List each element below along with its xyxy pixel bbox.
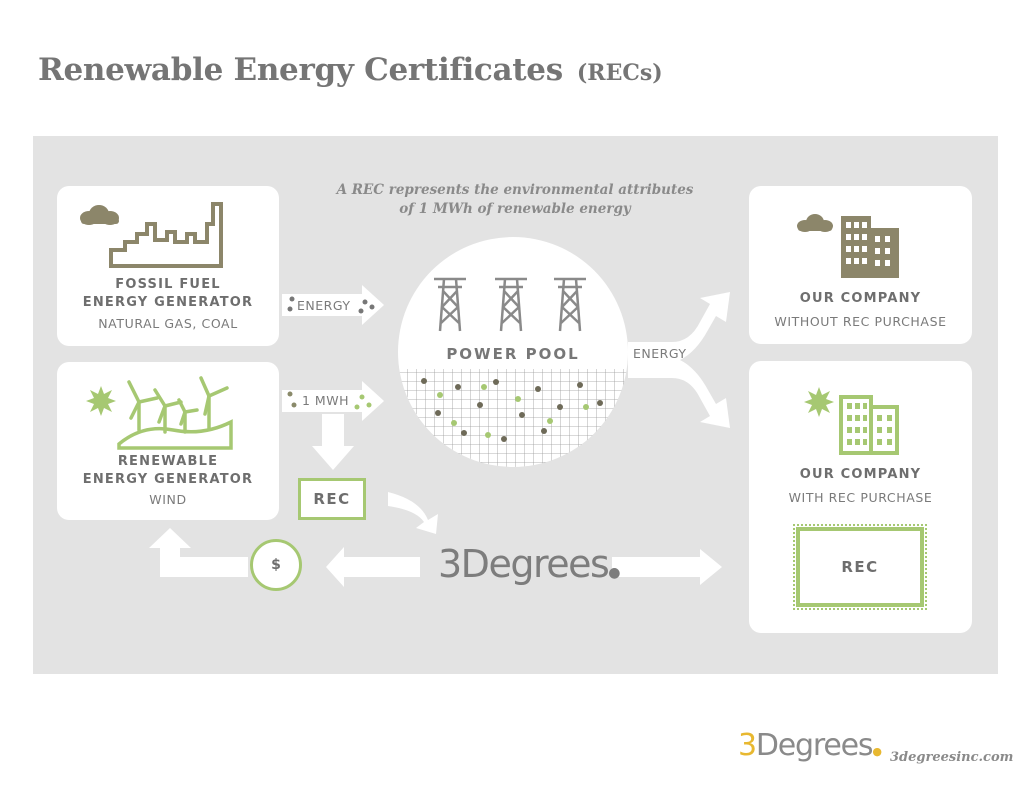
sun-burst-icon bbox=[86, 386, 116, 416]
energy-in-label: ENERGY bbox=[297, 298, 351, 313]
company-with-title: OUR COMPANY bbox=[799, 467, 922, 482]
renewable-title-line-2: ENERGY GENERATOR bbox=[82, 472, 254, 487]
rec-to-brand-arrow bbox=[388, 492, 438, 534]
building-icon bbox=[797, 214, 899, 278]
energy-out-label: ENERGY bbox=[633, 346, 687, 361]
caption-line-1: A REC represents the environmental attri… bbox=[336, 182, 694, 198]
factory-outline bbox=[109, 202, 223, 268]
footer-logo-3: 3 bbox=[738, 728, 757, 763]
fossil-title-line-2: ENERGY GENERATOR bbox=[82, 295, 254, 310]
footer-url[interactable]: 3degreesinc.com bbox=[890, 750, 1014, 765]
renewable-generator-card: RENEWABLE ENERGY GENERATOR WIND bbox=[57, 362, 279, 520]
energy-out-arrow bbox=[628, 292, 730, 428]
rec-certificate-small: REC bbox=[298, 478, 366, 520]
cloud-icon bbox=[797, 214, 833, 232]
dollar-symbol: $ bbox=[271, 557, 281, 573]
fossil-title: FOSSIL FUEL ENERGY GENERATOR bbox=[57, 276, 279, 312]
rec-caption: A REC represents the environmental attri… bbox=[330, 181, 700, 219]
rec-large-label: REC bbox=[841, 558, 879, 576]
rec-down-arrow bbox=[312, 414, 354, 470]
brand-to-payment-arrow bbox=[326, 547, 420, 587]
title-group: Renewable Energy Certificates (RECs) bbox=[38, 52, 663, 88]
building-icon bbox=[804, 387, 899, 455]
power-pool-label: POWER POOL bbox=[446, 345, 580, 363]
company-without-title: OUR COMPANY bbox=[799, 291, 922, 306]
brand-name: 3Degrees bbox=[438, 542, 610, 586]
energy-in-arrow bbox=[282, 285, 384, 325]
pool-grid bbox=[398, 369, 628, 467]
page-title: Renewable Energy Certificates bbox=[38, 52, 563, 88]
brand-to-company-arrow bbox=[612, 549, 722, 585]
sun-burst-icon bbox=[804, 387, 834, 417]
caption-line-2: of 1 MWh of renewable energy bbox=[399, 201, 631, 217]
factory-icon bbox=[80, 202, 223, 268]
footer-logo: 3Degrees● bbox=[738, 728, 882, 763]
power-pool-graphic bbox=[398, 277, 628, 467]
wind-turbines-icon bbox=[86, 376, 233, 450]
mwh-in-arrow bbox=[282, 381, 384, 421]
transmission-tower-icon bbox=[434, 277, 586, 332]
company-with-subtitle: WITH REC PURCHASE bbox=[788, 490, 933, 505]
company-without-rec-card: OUR COMPANY WITHOUT REC PURCHASE bbox=[749, 186, 972, 344]
rec-certificate-large: REC bbox=[793, 524, 927, 610]
fossil-title-line-1: FOSSIL FUEL bbox=[115, 277, 221, 292]
renewable-title-line-1: RENEWABLE bbox=[117, 454, 219, 469]
power-pool: POWER POOL bbox=[398, 237, 628, 467]
mwh-in-label: 1 MWH bbox=[302, 393, 349, 408]
fossil-generator-card: FOSSIL FUEL ENERGY GENERATOR NATURAL GAS… bbox=[57, 186, 279, 346]
footer-logo-rest: Degrees bbox=[755, 728, 874, 763]
fossil-subtitle: NATURAL GAS, COAL bbox=[98, 316, 238, 331]
rec-small-label: REC bbox=[313, 490, 351, 508]
brand-logo-center: 3Degrees● bbox=[438, 542, 620, 586]
page-title-suffix: (RECs) bbox=[576, 60, 663, 86]
renewable-subtitle: WIND bbox=[149, 492, 187, 507]
payment-return-arrow bbox=[149, 528, 248, 577]
company-without-subtitle: WITHOUT REC PURCHASE bbox=[774, 314, 947, 329]
renewable-title: RENEWABLE ENERGY GENERATOR bbox=[57, 453, 279, 489]
payment-coin-icon: $ bbox=[250, 539, 302, 591]
